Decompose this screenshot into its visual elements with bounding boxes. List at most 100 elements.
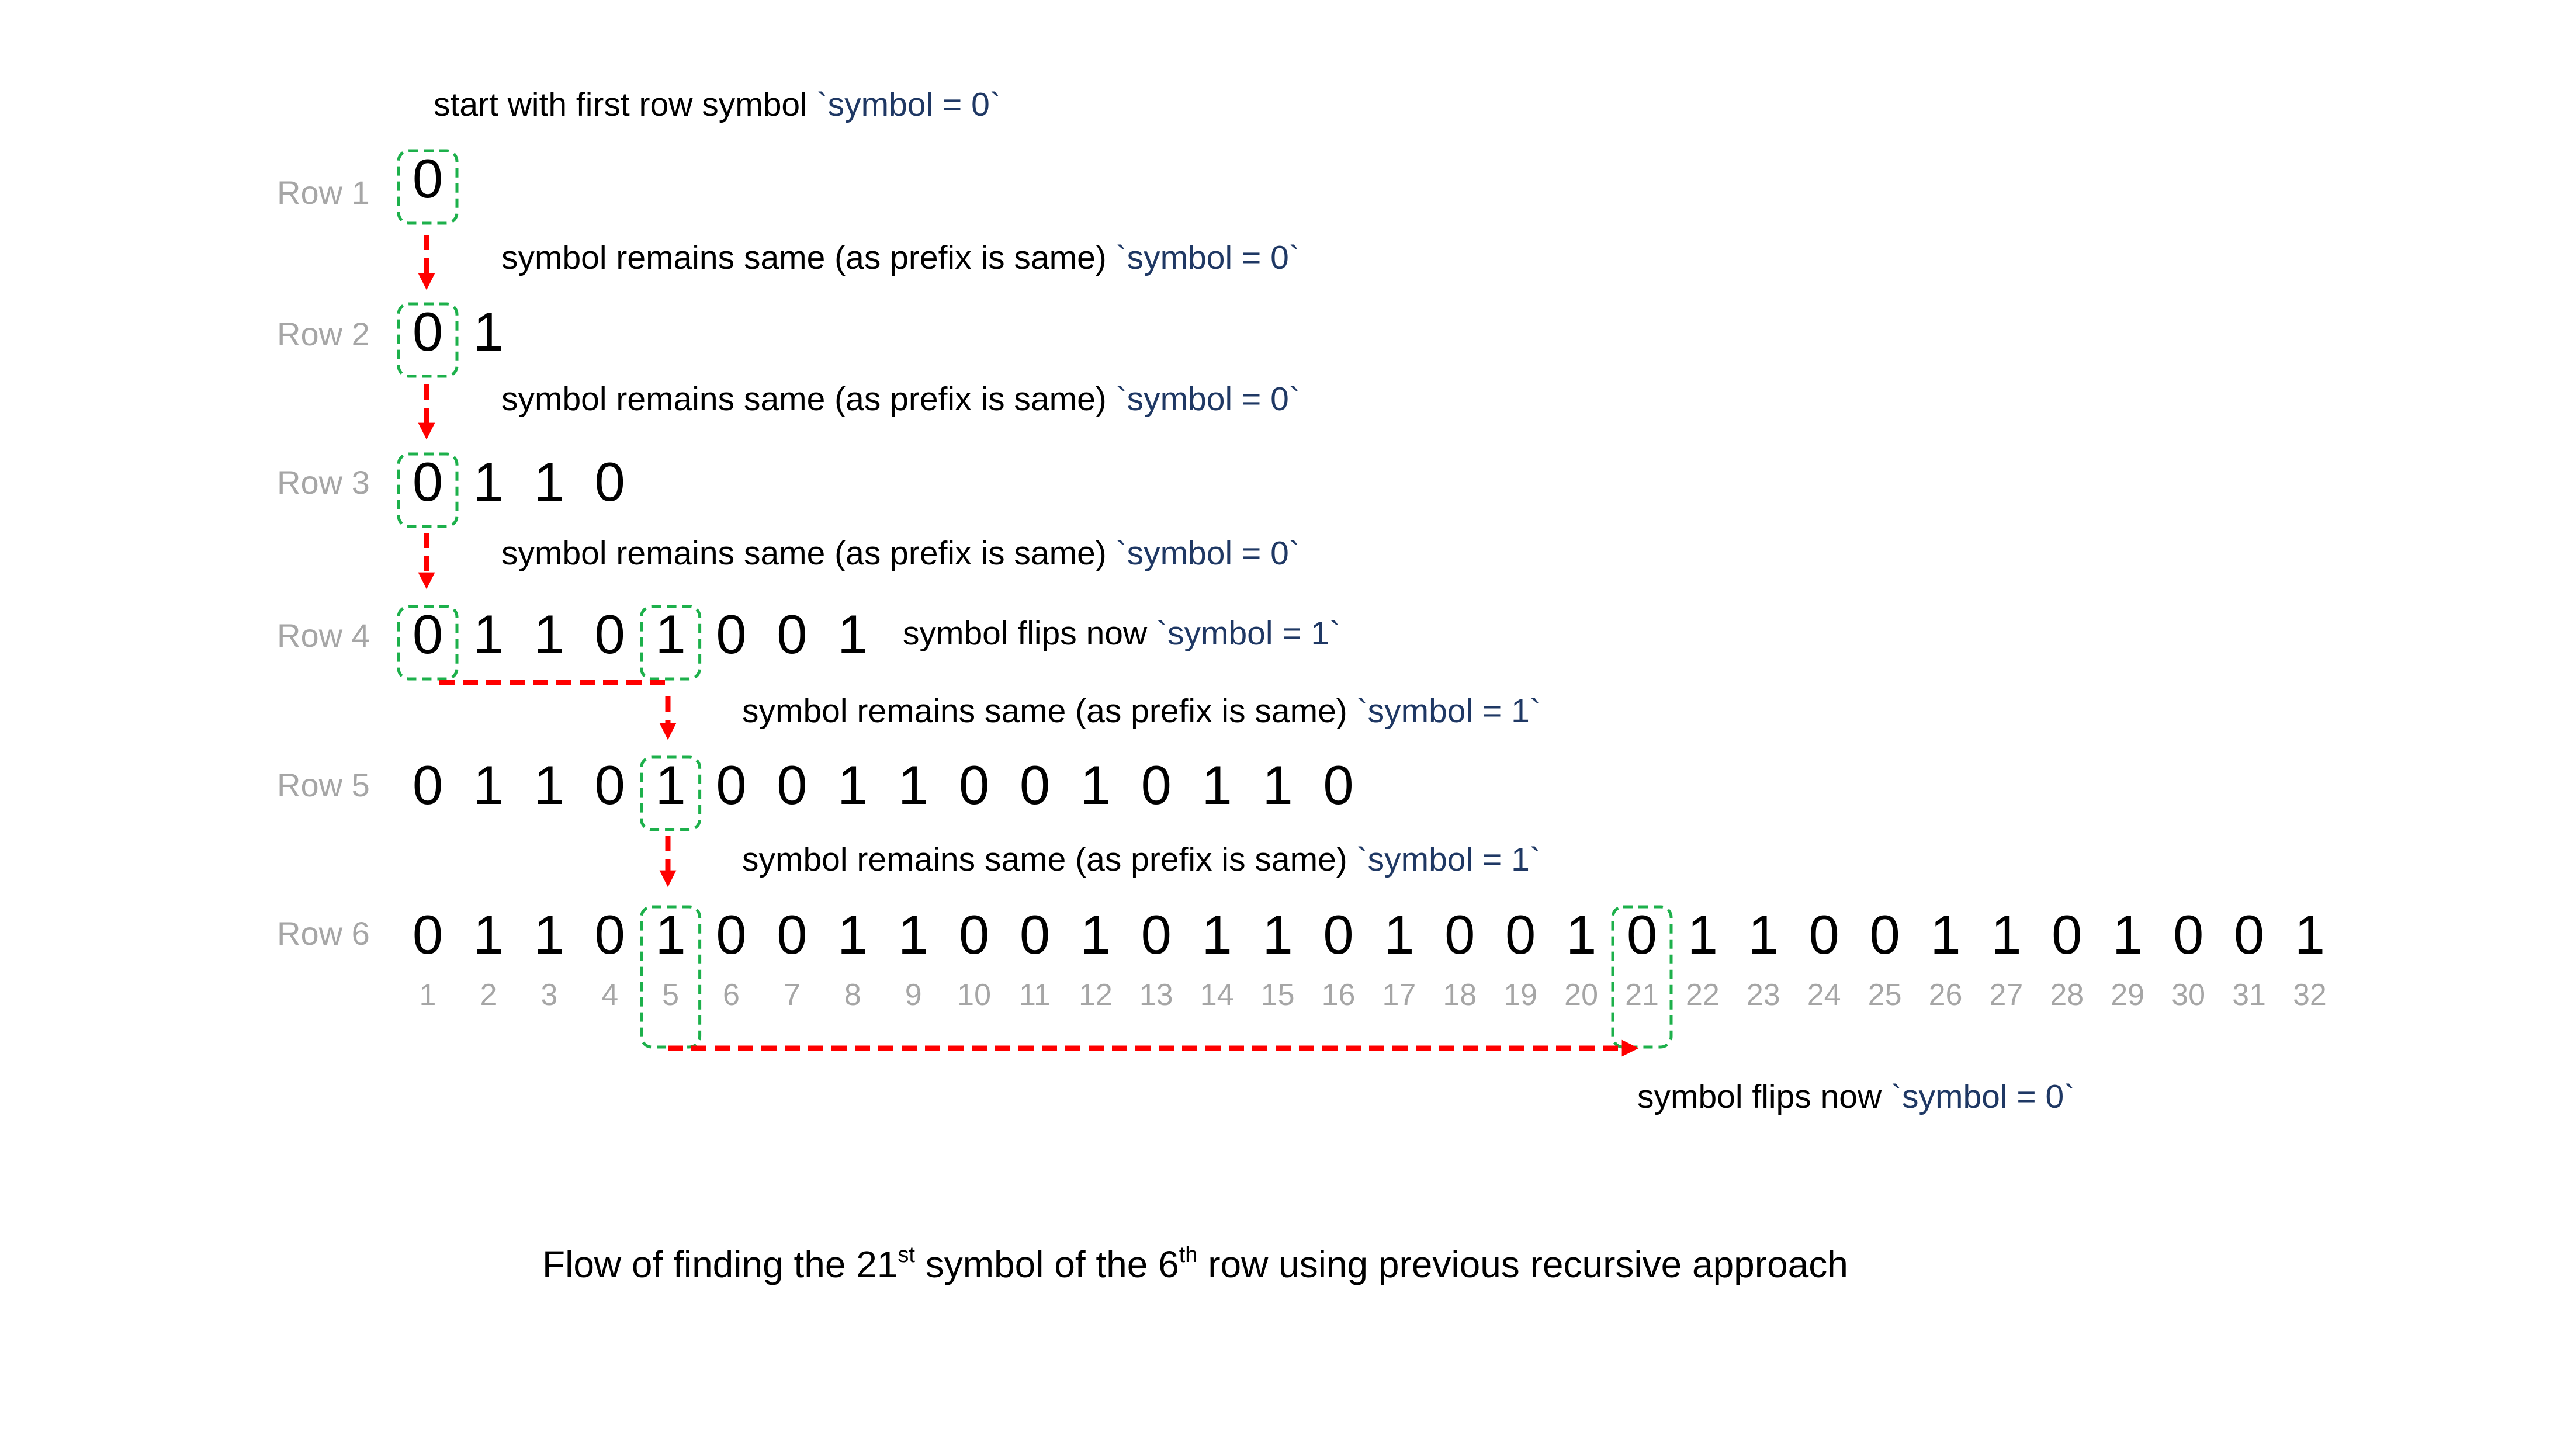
highlight-row-2-symbol-1	[397, 302, 459, 378]
row-5-symbol-15: 1	[1262, 754, 1293, 816]
annotation-row3-row4: symbol remains same (as prefix is same) …	[501, 535, 1300, 572]
row-6-symbol-2: 1	[473, 904, 504, 965]
row-6-symbol-12: 1	[1080, 904, 1111, 965]
row-6-symbol-31: 0	[2234, 904, 2264, 965]
annotation-row1-row2: symbol remains same (as prefix is same) …	[501, 239, 1300, 276]
annotation-row2-row3: symbol remains same (as prefix is same) …	[501, 380, 1300, 418]
row-6-symbol-15: 1	[1262, 904, 1293, 965]
row-6-symbol-21: 0	[1627, 904, 1657, 965]
row-6-symbol-9: 1	[898, 904, 928, 965]
position-index-12: 12	[1079, 978, 1113, 1012]
position-index-11: 11	[1019, 978, 1051, 1012]
row-label-4: Row 4	[277, 617, 370, 654]
row-label-5: Row 5	[277, 767, 370, 803]
annotation-row3-row4-text: symbol remains same (as prefix is same)	[501, 535, 1116, 572]
annotation-row5-row6-text: symbol remains same (as prefix is same)	[742, 841, 1357, 878]
row-6-symbol-16: 0	[1323, 904, 1353, 965]
position-index-31: 31	[2232, 978, 2266, 1012]
position-index-22: 22	[1686, 978, 1720, 1012]
row-6-symbol-6: 0	[716, 904, 746, 965]
position-index-25: 25	[1868, 978, 1902, 1012]
row-4-symbol-1: 0	[413, 604, 443, 665]
row-6-symbol-25: 0	[1869, 904, 1900, 965]
position-index-23: 23	[1747, 978, 1780, 1012]
row-5-symbol-7: 0	[777, 754, 807, 816]
annotation-row4-flip: symbol flips now `symbol = 1`	[903, 615, 1340, 652]
highlight-row-1-symbol-1	[397, 149, 459, 225]
position-index-15: 15	[1261, 978, 1295, 1012]
row-6-symbol-28: 0	[2052, 904, 2082, 965]
row-6-symbol-3: 1	[534, 904, 564, 965]
row-5-symbol-13: 0	[1141, 754, 1172, 816]
position-index-8: 8	[844, 978, 861, 1012]
annotation-row1-row2-text: symbol remains same (as prefix is same)	[501, 239, 1116, 276]
highlight-row-3-symbol-1	[397, 452, 459, 528]
annotation-row6-flip-text: symbol flips now	[1637, 1078, 1891, 1115]
annotation-row6-flip-code: `symbol = 0`	[1891, 1078, 2075, 1115]
row-5-symbol-4: 0	[595, 754, 625, 816]
row-6-symbol-24: 0	[1809, 904, 1839, 965]
row-label-2: Row 2	[277, 316, 370, 352]
annotation-row5-row6-code: `symbol = 1`	[1357, 841, 1541, 878]
position-index-29: 29	[2111, 978, 2144, 1012]
highlight-row-4-symbol-5	[640, 605, 702, 681]
sequence-row-1: 0	[413, 148, 443, 209]
row-6-symbol-10: 0	[959, 904, 989, 965]
row-5-symbol-5: 1	[655, 754, 685, 816]
highlight-row-5-symbol-5	[640, 755, 702, 831]
position-index-20: 20	[1564, 978, 1598, 1012]
row-label-6: Row 6	[277, 915, 370, 952]
row-5-symbol-9: 1	[898, 754, 928, 816]
position-index-26: 26	[1929, 978, 1963, 1012]
row-1-symbol-1: 0	[413, 148, 443, 209]
row-3-symbol-4: 0	[595, 451, 625, 512]
position-index-32: 32	[2293, 978, 2327, 1012]
row-6-symbol-22: 1	[1688, 904, 1718, 965]
row-3-symbol-1: 0	[413, 451, 443, 512]
annotation-row2-row3-text: symbol remains same (as prefix is same)	[501, 380, 1116, 418]
position-index-24: 24	[1807, 978, 1841, 1012]
position-index-10: 10	[957, 978, 991, 1012]
row-6-symbol-23: 1	[1748, 904, 1779, 965]
row-5-symbol-6: 0	[716, 754, 746, 816]
highlight-row-4-symbol-1	[397, 605, 459, 681]
annotation-row5-row6: symbol remains same (as prefix is same) …	[742, 841, 1541, 878]
row-5-symbol-16: 0	[1323, 754, 1353, 816]
row-6-symbol-11: 0	[1020, 904, 1050, 965]
position-index-17: 17	[1382, 978, 1416, 1012]
row-4-symbol-2: 1	[473, 604, 504, 665]
position-index-7: 7	[784, 978, 801, 1012]
row-5-symbol-2: 1	[473, 754, 504, 816]
figure-caption: Flow of finding the 21st symbol of the 6…	[542, 1243, 1848, 1285]
row-6-symbol-5: 1	[655, 904, 685, 965]
row-5-symbol-10: 0	[959, 754, 989, 816]
row-6-symbol-17: 1	[1384, 904, 1414, 965]
row-6-symbol-26: 1	[1930, 904, 1960, 965]
annotation-start-code: `symbol = 0`	[817, 86, 1001, 123]
row-4-symbol-3: 1	[534, 604, 564, 665]
row-6-symbol-20: 1	[1566, 904, 1596, 965]
position-index-2: 2	[480, 978, 497, 1012]
row-3-symbol-2: 1	[473, 451, 504, 512]
row-6-symbol-18: 0	[1444, 904, 1475, 965]
row-6-symbol-1: 0	[413, 904, 443, 965]
position-index-13: 13	[1139, 978, 1173, 1012]
row-label-3: Row 3	[277, 464, 370, 501]
position-index-27: 27	[1989, 978, 2023, 1012]
row-6-symbol-27: 1	[1991, 904, 2021, 965]
row-5-symbol-3: 1	[534, 754, 564, 816]
row-5-symbol-12: 1	[1080, 754, 1111, 816]
row-6-symbol-8: 1	[837, 904, 868, 965]
row-5-symbol-14: 1	[1202, 754, 1232, 816]
row-5-symbol-8: 1	[837, 754, 868, 816]
row-6-symbol-7: 0	[777, 904, 807, 965]
row-6-symbol-19: 0	[1505, 904, 1536, 965]
annotation-row3-row4-code: `symbol = 0`	[1116, 535, 1300, 572]
annotation-row4-flip-code: `symbol = 1`	[1156, 615, 1340, 652]
